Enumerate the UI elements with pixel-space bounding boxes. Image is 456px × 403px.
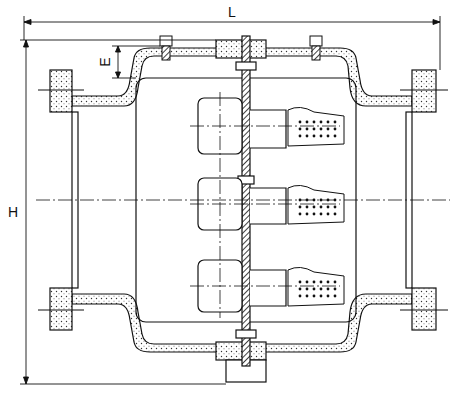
- pressure-fitting: [162, 46, 170, 60]
- flame-cell-fins: [327, 295, 330, 298]
- dimension-label: H: [6, 204, 20, 220]
- flame-cell-fins: [306, 128, 309, 131]
- flame-cell-fins: [320, 281, 323, 284]
- pipe-flange: [50, 70, 72, 112]
- flange-bolt: [400, 90, 448, 91]
- pipe-flange: [412, 288, 436, 330]
- arrester-element: [250, 188, 286, 224]
- dimension-line: [26, 40, 27, 384]
- dimension-line: [440, 16, 441, 70]
- flame-cell-fins: [299, 135, 302, 138]
- flame-cell-fins: [306, 288, 309, 291]
- flame-cell-fins: [334, 213, 337, 216]
- arrester-element: [250, 270, 286, 306]
- flame-cell-fins: [327, 281, 330, 284]
- center-line: [220, 92, 221, 318]
- dimension-line: [20, 16, 440, 384]
- arrester-element: [198, 98, 286, 312]
- flame-cell-fins: [327, 213, 330, 216]
- dimension-line: [20, 40, 216, 41]
- flame-cell-fins: [313, 135, 316, 138]
- flame-cell-fins: [320, 288, 323, 291]
- flame-cell-fins: [313, 206, 316, 209]
- flame-cell-fins: [299, 213, 302, 216]
- center-flange: [216, 40, 266, 58]
- pipe-flange: [412, 70, 436, 112]
- flame-cell-fins: [313, 295, 316, 298]
- flame-cell-fins: [327, 121, 330, 124]
- flame-cell-fins: [306, 281, 309, 284]
- flame-cell-fins: [313, 288, 316, 291]
- flame-cell-fins: [327, 206, 330, 209]
- flame-cell-fins: [306, 213, 309, 216]
- center-line: [36, 92, 450, 318]
- dimension-line: [112, 78, 136, 79]
- flame-cell-fins: [320, 199, 323, 202]
- center-flange: [236, 330, 256, 338]
- flame-cell-fins: [320, 213, 323, 216]
- flame-cell-fins: [334, 121, 337, 124]
- pressure-fitting: [312, 46, 320, 60]
- center-flange: [236, 62, 256, 70]
- dimension-line: [24, 16, 25, 40]
- flame-cell-fins: [299, 295, 302, 298]
- dimension-label: L: [226, 4, 238, 20]
- flame-cell-fins: [313, 128, 316, 131]
- flame-cell-fins: [288, 185, 344, 224]
- flame-cell-fins: [327, 288, 330, 291]
- flame-cell-fins: [299, 288, 302, 291]
- pressure-fitting: [160, 36, 172, 46]
- center-line: [190, 126, 340, 127]
- flame-cell-fins: [313, 121, 316, 124]
- arrester-element: [250, 110, 286, 148]
- center-line: [36, 200, 450, 201]
- flame-cell-fins: [299, 121, 302, 124]
- center-flange: [216, 342, 266, 360]
- flame-cell-fins: [313, 281, 316, 284]
- flame-cell-fins: [334, 281, 337, 284]
- flame-cell-fins: [320, 206, 323, 209]
- flame-cell-fins: [299, 281, 302, 284]
- flame-cell-fins: [306, 206, 309, 209]
- flame-cell-fins: [320, 128, 323, 131]
- flame-cell-fins: [313, 213, 316, 216]
- dimension-line: [20, 384, 226, 385]
- flame-cell-fins: [299, 206, 302, 209]
- flange-bolt: [38, 90, 84, 91]
- flame-cell-fins: [288, 267, 344, 306]
- flame-cell-fins: [327, 135, 330, 138]
- flame-cell-fins: [334, 288, 337, 291]
- flame-cell-fins: [334, 135, 337, 138]
- center-line: [190, 204, 340, 205]
- flame-cell-fins: [327, 128, 330, 131]
- flame-cell-fins: [306, 295, 309, 298]
- flange-bolt: [400, 310, 448, 311]
- flame-cell-fins: [306, 121, 309, 124]
- flame-cell-fins: [334, 206, 337, 209]
- dimension-line: [24, 22, 440, 23]
- flame-cell-fins: [334, 295, 337, 298]
- flame-cell-fins: [299, 128, 302, 131]
- flame-cell-fins: [334, 128, 337, 131]
- dimension-label: E: [97, 55, 113, 68]
- pipe-flange: [50, 288, 72, 330]
- dimension-line: [112, 46, 160, 47]
- flame-cell-fins: [288, 107, 344, 306]
- flame-cell-fins: [288, 107, 344, 146]
- center-line: [190, 286, 340, 287]
- dimension-line: [24, 20, 441, 385]
- flame-cell-fins: [320, 135, 323, 138]
- pressure-fitting: [310, 36, 322, 46]
- flame-cell-fins: [320, 121, 323, 124]
- flame-cell-fins: [320, 295, 323, 298]
- flame-cell-fins: [306, 135, 309, 138]
- center-flange: [242, 36, 250, 366]
- flange-bolt: [38, 310, 84, 311]
